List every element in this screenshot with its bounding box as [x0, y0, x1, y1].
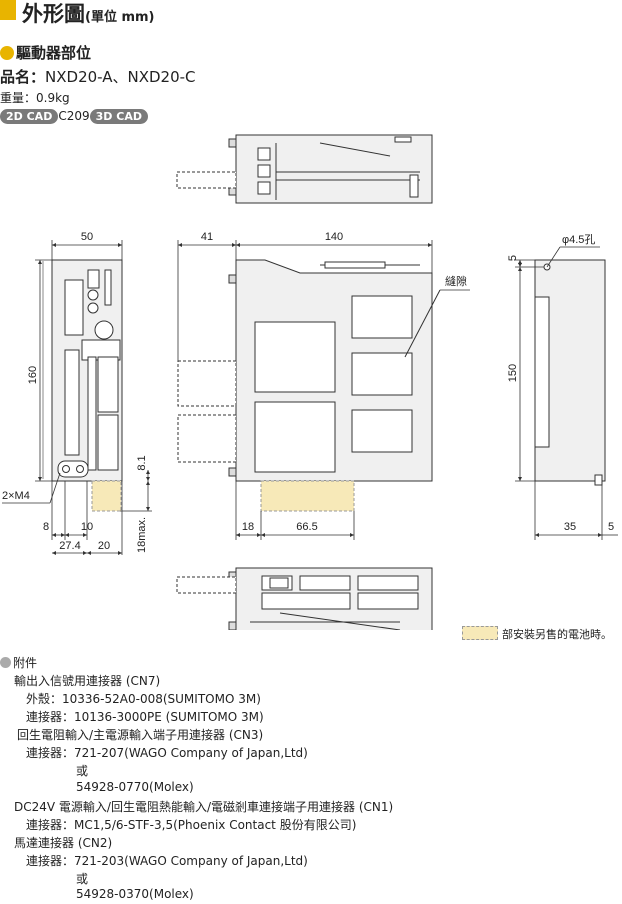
dim-m4: 2×M4 — [2, 490, 30, 502]
product-name: 品名：NXD20-A、NXD20-C — [0, 66, 196, 87]
battery-swatch — [462, 626, 498, 640]
dim-140: 140 — [325, 231, 343, 243]
dim-66-5: 66.5 — [296, 521, 317, 533]
dim-50: 50 — [81, 231, 93, 243]
cad-code: C209 — [58, 109, 90, 123]
accessory-line: 連接器：MC1,5/6-STF-3,5(Phoenix Contact 股份有限… — [26, 818, 357, 832]
product-value: NXD20-A、NXD20-C — [45, 68, 196, 86]
hole-label: φ4.5孔 — [562, 233, 595, 246]
accessory-line: 外殼：10336-52A0-008(SUMITOMO 3M) — [26, 692, 261, 706]
dimension-lines — [2, 240, 618, 555]
dimension-drawing: 50 160 2×M4 8 10 27.4 20 8.1 18max. 41 1… — [2, 134, 618, 630]
dim-160: 160 — [27, 366, 39, 384]
accessory-line: 54928-0770(Molex) — [76, 780, 194, 794]
cad-3d-badge[interactable]: 3D CAD — [89, 109, 148, 124]
gap-label: 縫隙 — [445, 274, 467, 288]
accessory-line: 或 — [76, 872, 89, 886]
section-label: 驅動器部位 — [16, 44, 92, 62]
dim-35: 35 — [564, 521, 576, 533]
page-title: 外形圖(單位 mm) — [22, 0, 155, 28]
dim-18: 18 — [242, 521, 254, 533]
accessory-line: 連接器：721-207(WAGO Company of Japan,Ltd) — [26, 746, 308, 760]
dim-5-right: 5 — [608, 521, 614, 533]
front-view — [42, 259, 123, 512]
accessory-line: 54928-0370(Molex) — [76, 887, 194, 901]
title-accent-bar — [0, 0, 16, 20]
bullet-dot-icon — [0, 657, 11, 668]
accessory-line: 連接器：10136-3000PE (SUMITOMO 3M) — [26, 710, 264, 724]
right-view — [534, 259, 606, 486]
accessory-line: DC24V 電源輸入/回生電阻熱能輸入/電磁剎車連接端子用連接器 (CN1) — [14, 800, 394, 814]
cad-2d-badge[interactable]: 2D CAD — [0, 109, 59, 124]
accessory-line: 輸出入信號用連接器 (CN7) — [14, 674, 161, 688]
dim-27-4: 27.4 — [59, 540, 80, 552]
top-view — [176, 134, 433, 204]
battery-legend: 部安裝另售的電池時。 — [462, 626, 612, 642]
section-heading: 驅動器部位 — [0, 42, 91, 63]
accessory-line: 連接器：721-203(WAGO Company of Japan,Ltd) — [26, 854, 308, 868]
accessory-line: 回生電阻輸入/主電源輸入端子用連接器 (CN3) — [17, 728, 264, 742]
bullet-dot-icon — [0, 46, 14, 60]
legend-text: 部安裝另售的電池時。 — [502, 628, 612, 641]
dim-10: 10 — [81, 521, 93, 533]
product-label: 品名： — [0, 68, 46, 86]
title-text: 外形圖 — [22, 2, 85, 26]
accessories-heading: 附件 — [0, 654, 37, 671]
dim-18max: 18max. — [136, 517, 148, 553]
accessory-line: 或 — [76, 764, 89, 778]
dim-8: 8 — [43, 521, 49, 533]
dim-41: 41 — [201, 231, 213, 243]
weight-text: 重量：0.9kg — [0, 91, 70, 105]
side-view — [177, 259, 441, 512]
dim-150: 150 — [507, 364, 519, 382]
dim-20: 20 — [98, 540, 110, 552]
accessories-heading-text: 附件 — [13, 656, 38, 670]
dim-5-top: 5 — [507, 255, 519, 261]
bottom-view — [176, 567, 433, 630]
accessory-line: 馬達連接器 (CN2) — [14, 836, 113, 850]
title-unit: (單位 mm) — [85, 10, 155, 25]
dim-8-1: 8.1 — [136, 455, 148, 470]
